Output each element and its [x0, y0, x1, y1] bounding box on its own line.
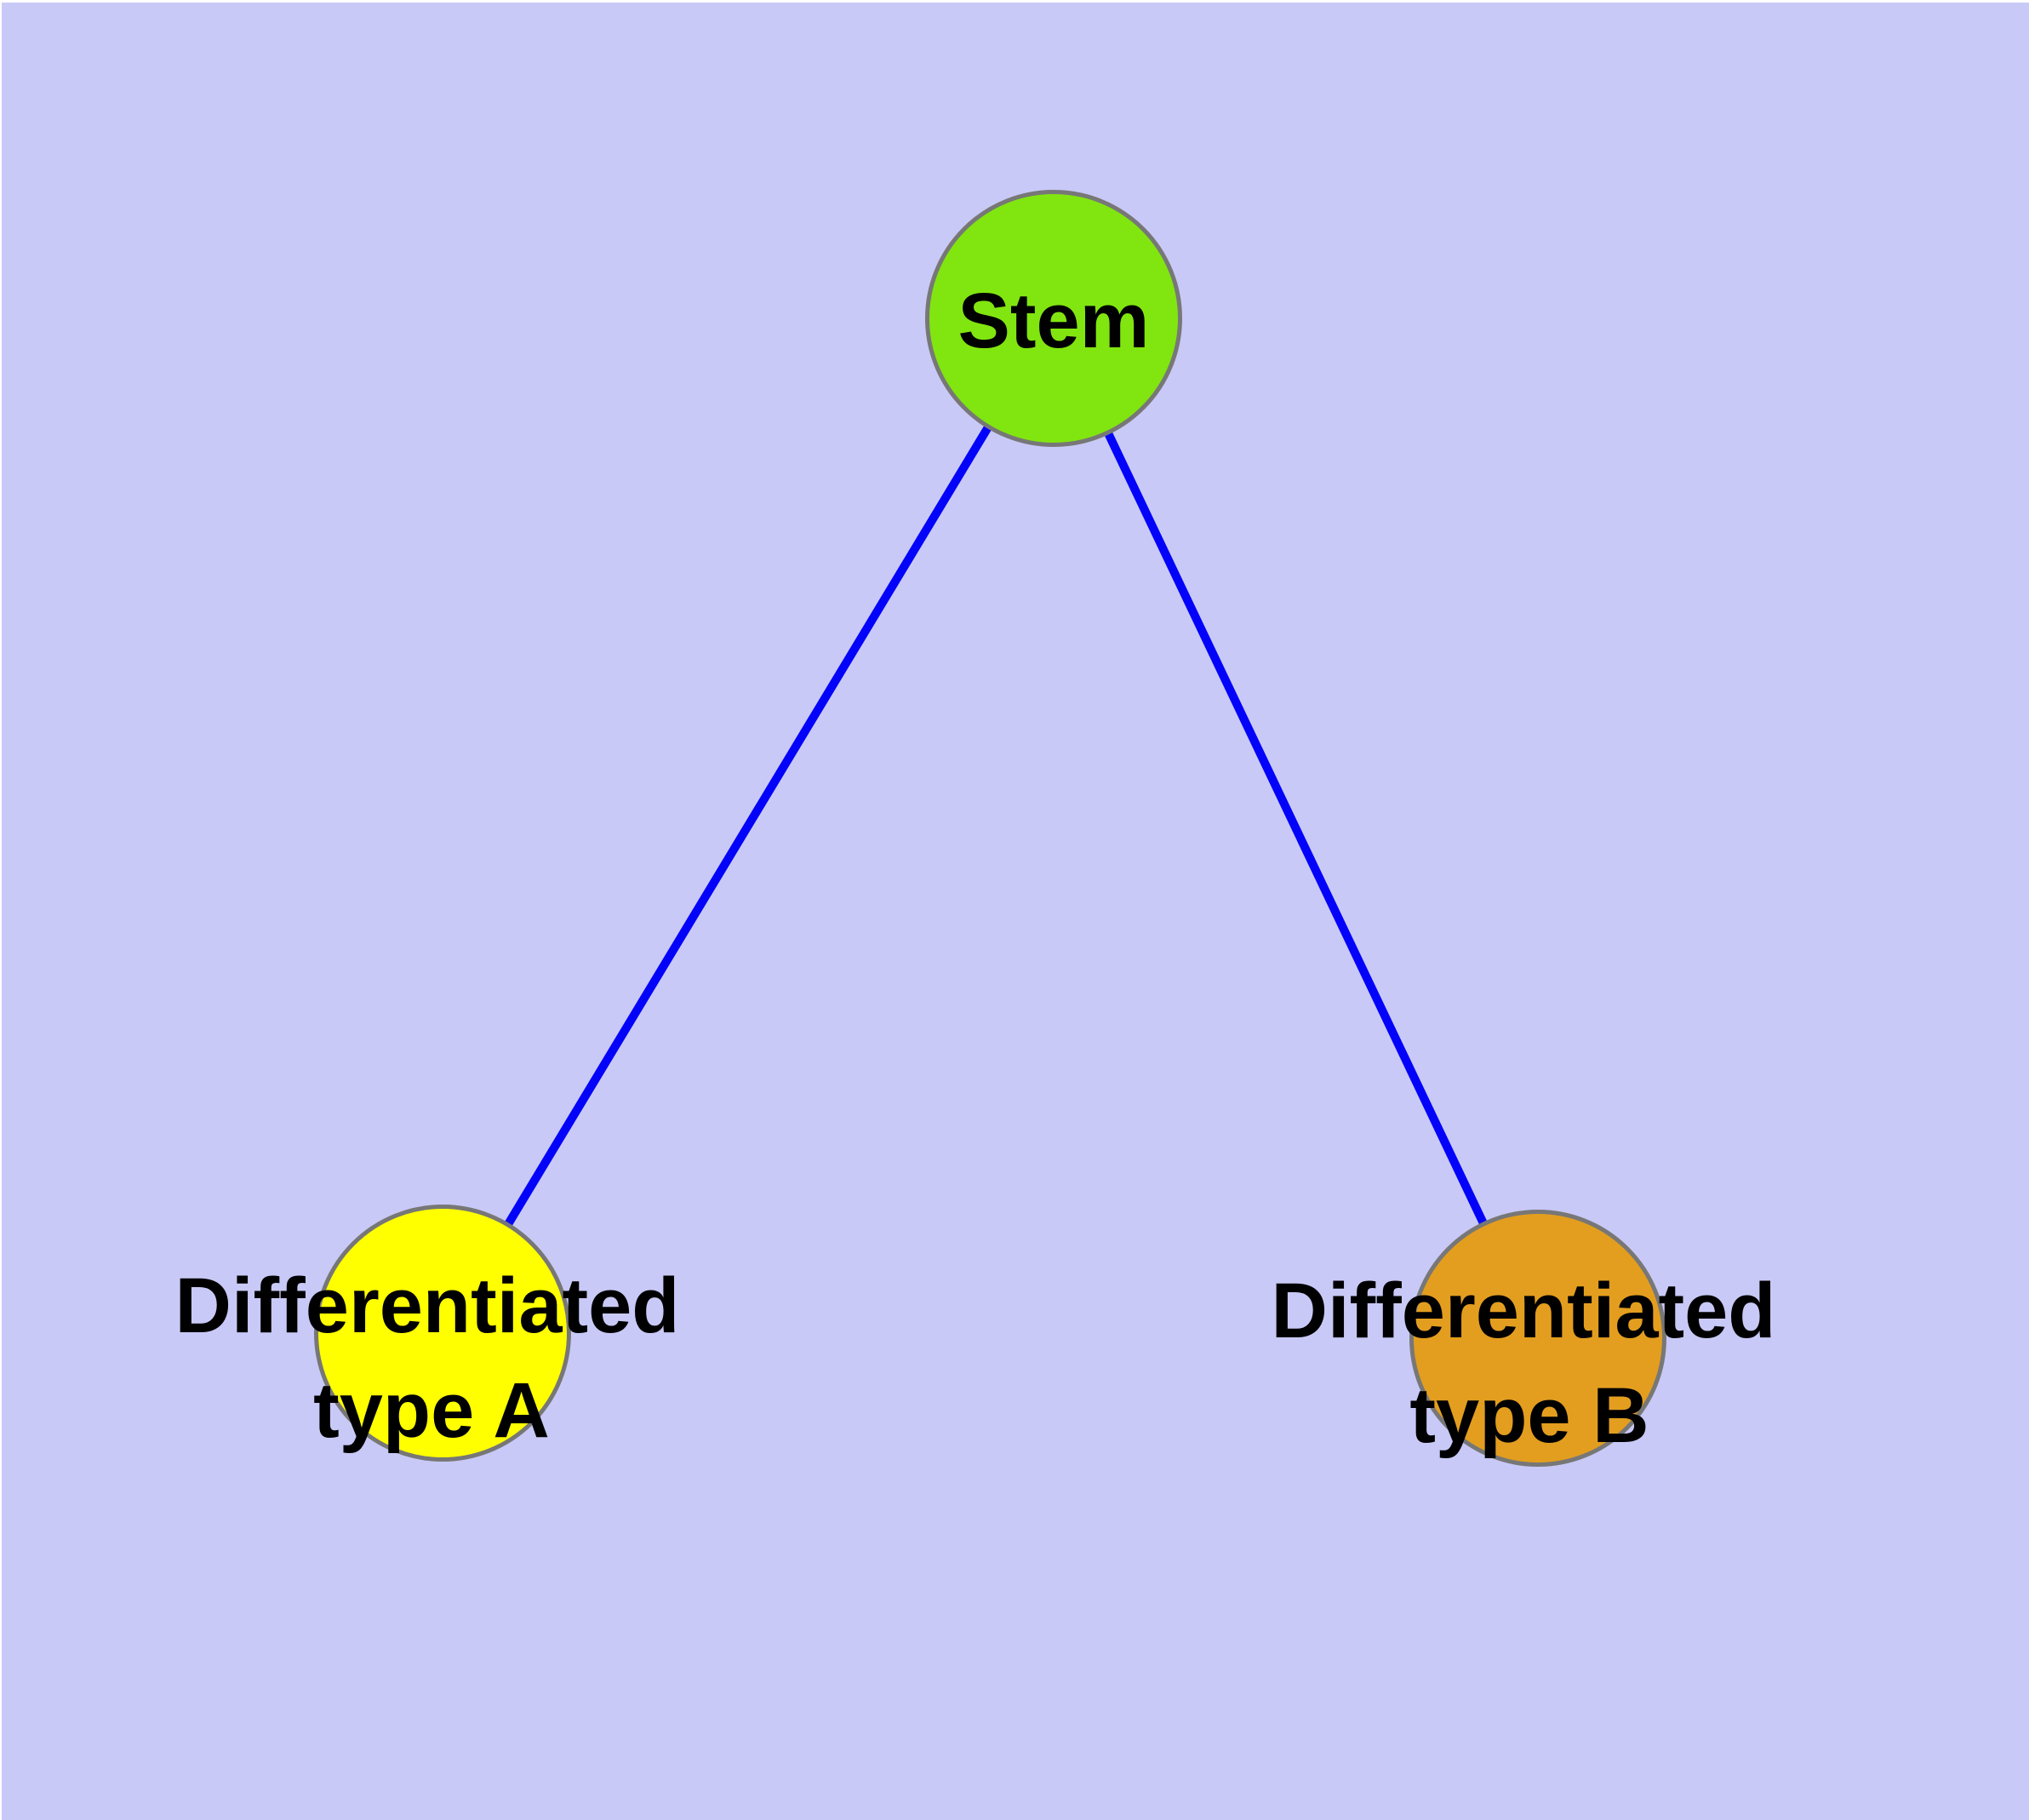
label-group: Stem Differentiated type A Differentiate…	[175, 278, 1776, 1459]
node-type-b-label-line1: Differentiated	[1272, 1268, 1776, 1354]
node-group	[314, 190, 1666, 1467]
edge-stem-to-type-a	[438, 316, 1058, 1336]
node-differentiated-type-a	[314, 1205, 571, 1462]
edge-stem-to-type-b	[1049, 316, 1542, 1341]
node-stem-label: Stem	[958, 278, 1150, 364]
node-stem	[925, 190, 1182, 447]
node-type-a-label-line2: type A	[313, 1367, 550, 1454]
edge-group	[438, 316, 1542, 1341]
node-type-b-label-line2: type B	[1409, 1372, 1649, 1459]
node-type-a-label-line1: Differentiated	[175, 1262, 680, 1349]
node-differentiated-type-b	[1409, 1210, 1666, 1467]
